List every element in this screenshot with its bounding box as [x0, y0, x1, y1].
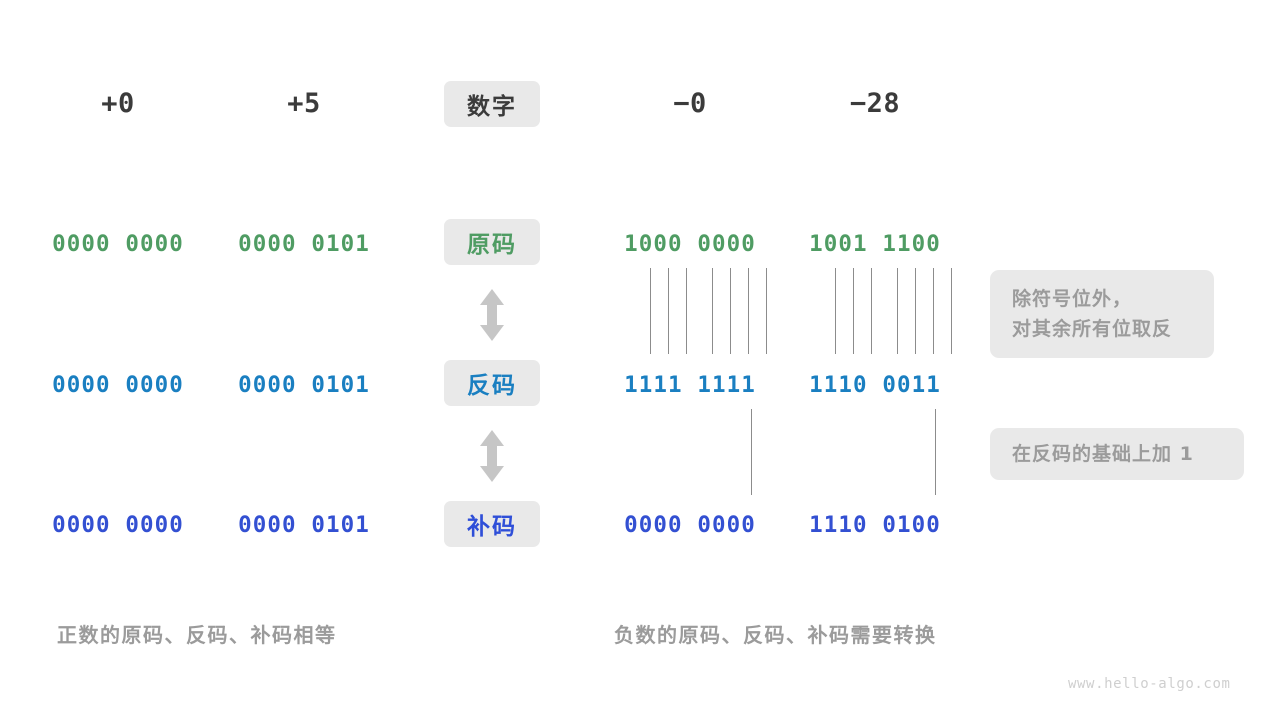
connector-line [897, 268, 898, 354]
connector-line [730, 268, 731, 354]
connector-line [871, 268, 872, 354]
note-add-one-line1: 在反码的基础上加 1 [1012, 443, 1194, 465]
bits-true-form-minus0: 1000 0000 [624, 231, 756, 257]
connector-line [766, 268, 767, 354]
bits-true-form-plus0: 0000 0000 [52, 231, 184, 257]
row-label-twos-complement: 补码 [444, 501, 540, 547]
connector-line [933, 268, 934, 354]
bits-true-form-plus5: 0000 0101 [238, 231, 370, 257]
connector-line [915, 268, 916, 354]
bits-ones-complement-plus0: 0000 0000 [52, 372, 184, 398]
note-add-one: 在反码的基础上加 1 [990, 428, 1244, 480]
bits-twos-complement-plus5: 0000 0101 [238, 512, 370, 538]
row-label-true-form: 原码 [444, 219, 540, 265]
note-invert-bits-line1: 除符号位外， [1012, 288, 1133, 310]
note-invert-bits-line2: 对其余所有位取反 [1012, 318, 1173, 340]
connector-line [712, 268, 713, 354]
column-header-minus0: −0 [673, 88, 707, 119]
arrow-up-down-icon-2 [477, 429, 507, 487]
bits-ones-complement-minus0: 1111 1111 [624, 372, 756, 398]
bits-twos-complement-minus28: 1110 0100 [809, 512, 941, 538]
connector-line [751, 409, 752, 495]
caption-positive: 正数的原码、反码、补码相等 [57, 623, 337, 647]
arrow-up-down-icon [477, 288, 507, 346]
bits-true-form-minus28: 1001 1100 [809, 231, 941, 257]
bits-twos-complement-minus0: 0000 0000 [624, 512, 756, 538]
column-header-minus28: −28 [849, 88, 901, 119]
connector-line [951, 268, 952, 354]
caption-negative: 负数的原码、反码、补码需要转换 [614, 623, 937, 647]
connector-line [853, 268, 854, 354]
bits-ones-complement-plus5: 0000 0101 [238, 372, 370, 398]
connector-line [650, 268, 651, 354]
row-label-digit: 数字 [444, 81, 540, 127]
connector-line [668, 268, 669, 354]
row-label-ones-complement: 反码 [444, 360, 540, 406]
column-header-plus5: +5 [287, 88, 321, 119]
note-invert-bits: 除符号位外， 对其余所有位取反 [990, 270, 1214, 358]
column-header-plus0: +0 [101, 88, 135, 119]
connector-line [686, 268, 687, 354]
bits-twos-complement-plus0: 0000 0000 [52, 512, 184, 538]
bits-ones-complement-minus28: 1110 0011 [809, 372, 941, 398]
watermark: www.hello-algo.com [1068, 676, 1231, 692]
connector-line [935, 409, 936, 495]
connector-line [748, 268, 749, 354]
connector-line [835, 268, 836, 354]
